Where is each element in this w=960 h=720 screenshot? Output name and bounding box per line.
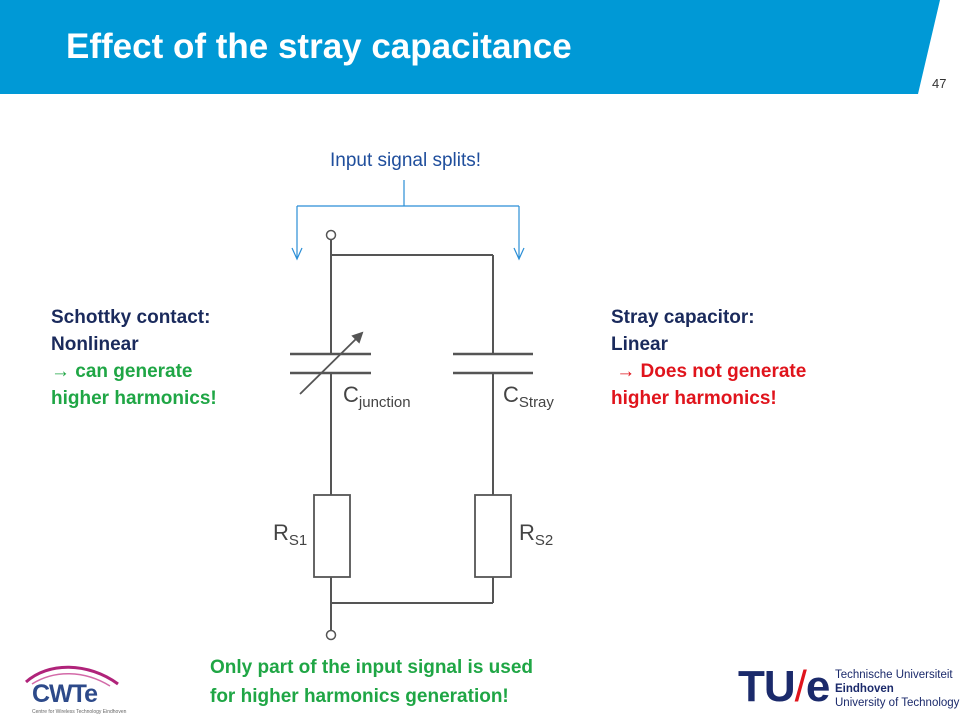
- variable-cap-arrow: [299, 331, 364, 395]
- bottom-note-line2: for higher harmonics generation!: [210, 686, 509, 707]
- stray-line2: Linear: [611, 334, 669, 355]
- header-banner: [0, 0, 940, 94]
- split-label: Input signal splits!: [330, 150, 482, 171]
- bottom-note-line1: Only part of the input signal is used: [210, 657, 534, 678]
- cwte-logo-subtitle: Centre for Wireless Technology Eindhoven: [32, 709, 127, 715]
- tue-logo: TU/e: [738, 662, 831, 712]
- schottky-line4: higher harmonics!: [51, 388, 217, 409]
- tue-line3: University of Technology: [835, 697, 960, 709]
- stray-line3: → Does not generate: [611, 361, 807, 382]
- schottky-line1: Schottky contact:: [51, 307, 211, 328]
- schottky-line3: → can generate: [51, 361, 193, 382]
- tue-logo-e: e: [805, 662, 831, 711]
- page-number: 47: [932, 76, 947, 91]
- schottky-line2: Nonlinear: [51, 334, 139, 355]
- slide-title: Effect of the stray capacitance: [66, 27, 572, 66]
- tue-line1: Technische Universiteit: [835, 669, 953, 681]
- circuit-wires: [290, 229, 533, 641]
- stray-line1: Stray capacitor:: [611, 307, 755, 328]
- split-arrows: [291, 180, 525, 261]
- tue-logo-text: Technische Universiteit Eindhoven Univer…: [835, 668, 959, 710]
- stray-line4: higher harmonics!: [611, 388, 777, 409]
- cap-stray-label: CStray: [503, 382, 554, 411]
- tue-logo-slash: /: [794, 662, 807, 711]
- tue-logo-tu: TU: [738, 662, 796, 711]
- res-s2-label: RS2: [519, 520, 553, 549]
- schottky-note: Schottky contact: Nonlinear → can genera…: [51, 304, 217, 412]
- cwte-logo-text: CWTe: [32, 680, 98, 708]
- cwte-logo-swoosh: [24, 665, 119, 687]
- tue-line2: Eindhoven: [835, 683, 894, 695]
- cap-junction-label: Cjunction: [343, 382, 411, 411]
- bottom-note: Only part of the input signal is used fo…: [210, 653, 533, 711]
- res-s1-label: RS1: [273, 520, 307, 549]
- stray-note: Stray capacitor: Linear → Does not gener…: [611, 304, 806, 412]
